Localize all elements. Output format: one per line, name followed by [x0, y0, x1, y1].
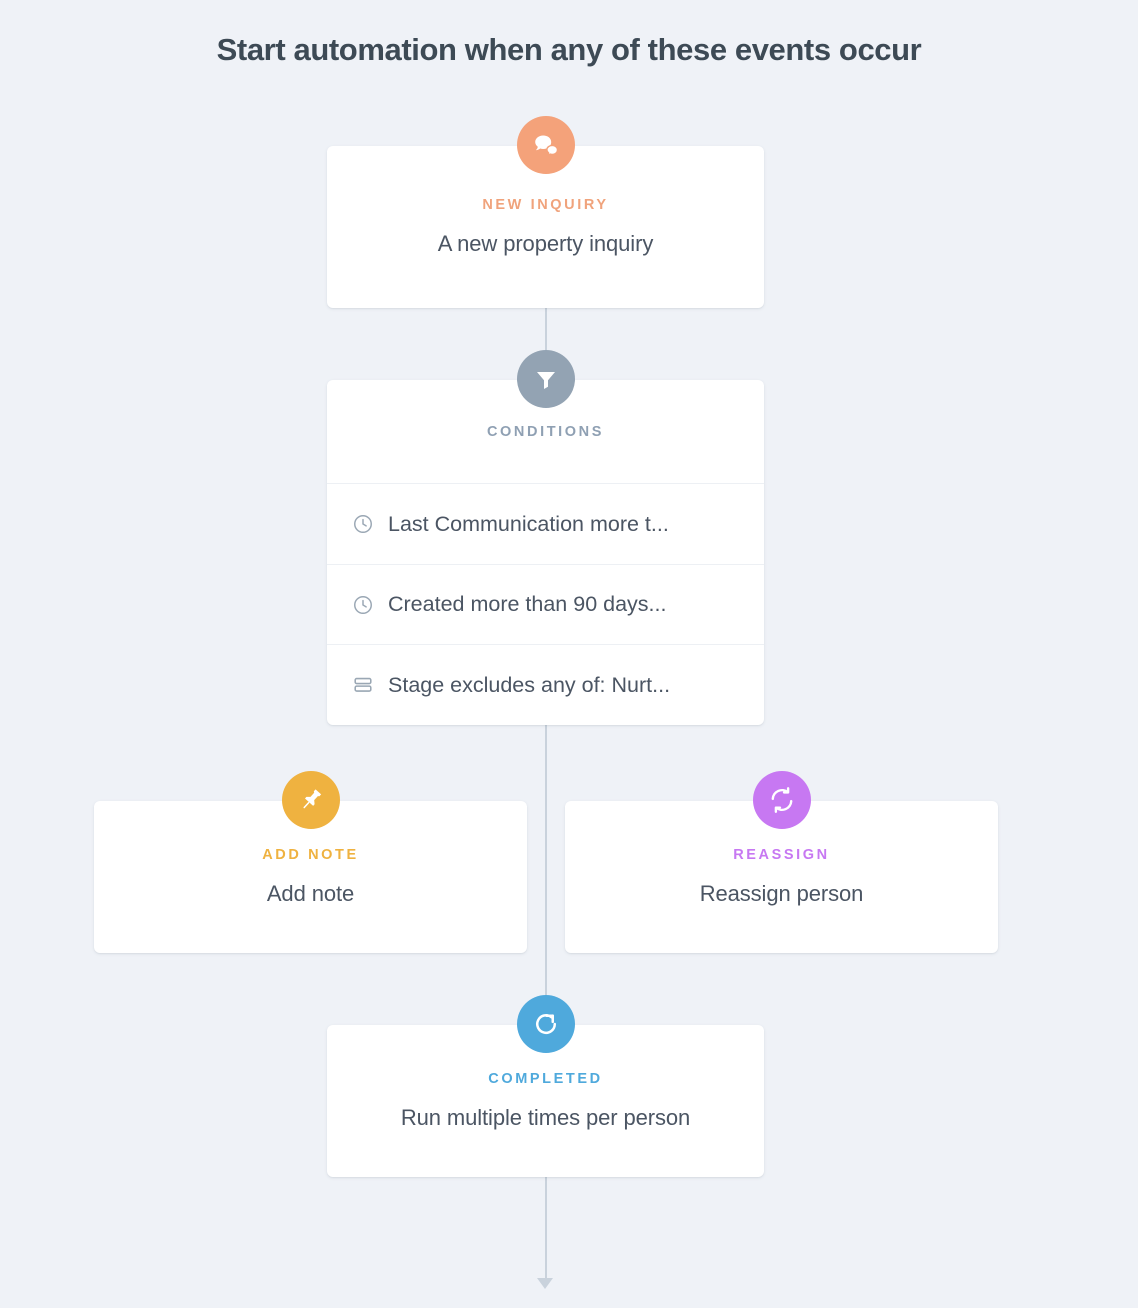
reassign-label: Reassign person	[699, 881, 864, 906]
stacked-rows-icon	[351, 673, 375, 697]
condition-row[interactable]: Stage excludes any of: Nurt...	[327, 644, 764, 725]
conditions-kicker: CONDITIONS	[486, 423, 605, 440]
action-card-reassign[interactable]: REASSIGN Reassign person	[565, 771, 998, 953]
add-note-label: Add note	[266, 881, 355, 906]
trigger-label: A new property inquiry	[437, 231, 654, 256]
completed-label: Run multiple times per person	[400, 1105, 691, 1130]
conditions-card[interactable]: CONDITIONS Last Communication more t... …	[327, 350, 764, 725]
condition-label: Last Communication more t...	[388, 511, 669, 536]
funnel-icon	[516, 350, 575, 408]
refresh-sync-icon	[752, 771, 811, 829]
trigger-kicker: NEW INQUIRY	[482, 197, 609, 213]
add-note-kicker: ADD NOTE	[262, 847, 359, 863]
conditions-header: CONDITIONS	[327, 380, 764, 483]
pushpin-icon	[281, 771, 340, 829]
page-title: Start automation when any of these event…	[216, 32, 922, 67]
completed-kicker: COMPLETED	[488, 1071, 603, 1087]
clock-icon	[351, 512, 375, 536]
condition-label: Stage excludes any of: Nurt...	[388, 672, 671, 697]
action-card-add-note[interactable]: ADD NOTE Add note	[94, 771, 527, 953]
condition-label: Created more than 90 days...	[388, 592, 667, 617]
condition-row[interactable]: Created more than 90 days...	[327, 563, 764, 645]
reassign-kicker: REASSIGN	[733, 847, 830, 863]
connector-trigger-to-conditions	[545, 308, 547, 380]
trigger-card-new-inquiry[interactable]: NEW INQUIRY A new property inquiry	[327, 116, 764, 308]
clock-icon	[351, 593, 375, 617]
connector-arrow-icon	[537, 1278, 553, 1289]
chat-bubbles-icon	[516, 116, 575, 174]
repeat-arrow-icon	[516, 995, 575, 1053]
settings-card-completed[interactable]: COMPLETED Run multiple times per person	[327, 995, 764, 1177]
connector-conditions-to-actions	[545, 725, 547, 1025]
condition-row[interactable]: Last Communication more t...	[327, 483, 764, 564]
connector-completed-tail	[545, 1177, 547, 1281]
